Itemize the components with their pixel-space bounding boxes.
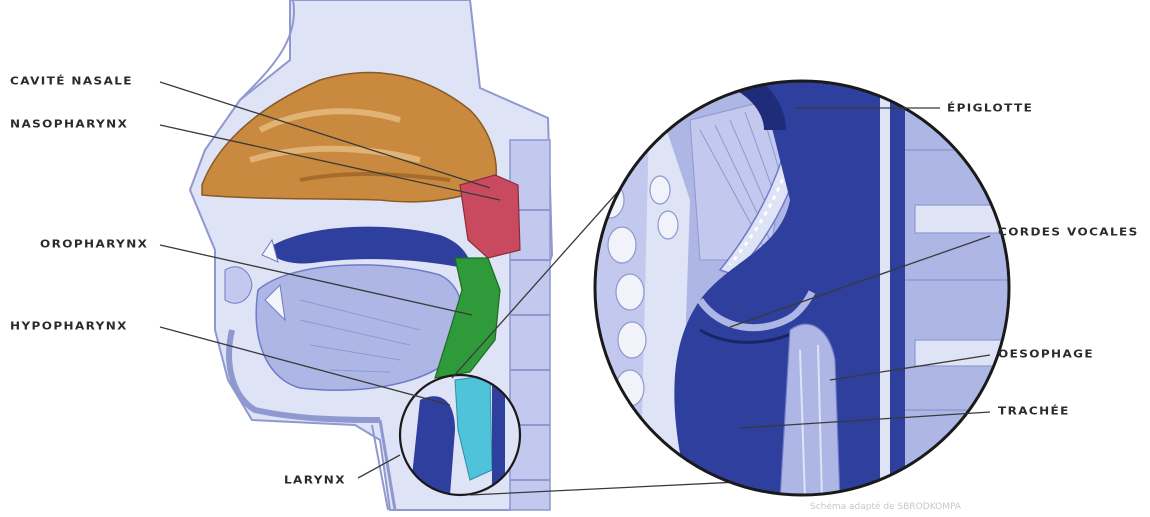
label-larynx: LARYNX <box>284 474 346 487</box>
image-credit: Schéma adapté de SBRODKOMPA <box>810 502 961 512</box>
label-nasopharynx: NASOPHARYNX <box>10 118 128 131</box>
esophagus <box>780 324 840 500</box>
label-hypopharynx: HYPOPHARYNX <box>10 320 128 333</box>
label-trachee: TRACHÉE <box>998 405 1070 418</box>
label-oesophage: OESOPHAGE <box>998 348 1094 361</box>
label-oropharynx: OROPHARYNX <box>40 238 148 251</box>
label-cordes-vocales: CORDES VOCALES <box>998 226 1139 239</box>
label-cavite-nasale: CAVITÉ NASALE <box>10 75 133 88</box>
head-section <box>190 0 552 510</box>
label-epiglotte: ÉPIGLOTTE <box>947 102 1033 115</box>
